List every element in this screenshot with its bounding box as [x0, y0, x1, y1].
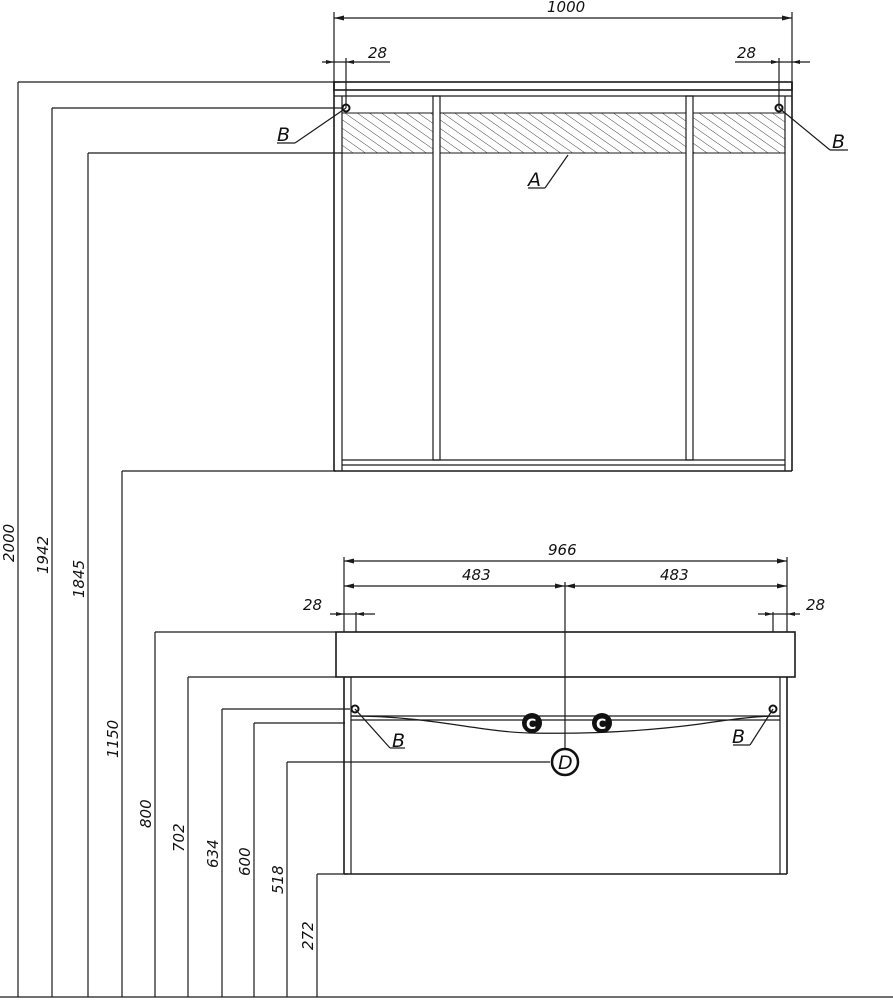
label-b-bottom-right: B	[732, 726, 745, 748]
drain-icon: D	[550, 747, 580, 777]
bottom-inset-right-label: 28	[806, 596, 825, 614]
top-inset-right-dimension	[735, 58, 810, 108]
label-b-top-left: B	[277, 124, 290, 146]
mount-hole-bottom-right	[768, 704, 778, 714]
top-inset-right-label: 28	[737, 44, 756, 62]
height-634-label: 634	[204, 839, 222, 868]
height-1845-label: 1845	[70, 560, 88, 598]
top-inset-left-dimension	[322, 58, 390, 108]
top-width-label: 1000	[547, 0, 585, 16]
bottom-halves-dimension	[344, 582, 787, 755]
bottom-width-dimension	[343, 557, 788, 632]
bottom-half-right-label: 483	[660, 566, 689, 584]
label-b-top-right: B	[832, 131, 845, 153]
bottom-width-label: 966	[548, 541, 577, 559]
water-supply-left-icon: C	[522, 713, 542, 733]
label-b-bottom-left: B	[392, 730, 405, 752]
label-c-right: C	[596, 717, 606, 733]
water-supply-right-icon: C	[592, 713, 612, 733]
top-inset-left-label: 28	[368, 44, 387, 62]
height-272-label: 272	[299, 921, 317, 950]
bottom-inset-left-dimension	[330, 612, 375, 632]
height-1942-label: 1942	[34, 536, 52, 574]
mount-hole-top-left	[341, 103, 351, 113]
label-d: D	[558, 752, 573, 774]
height-702-label: 702	[170, 823, 188, 852]
vanity-cabinet	[335, 631, 796, 875]
top-width-dimension	[333, 12, 793, 82]
height-800-label: 800	[137, 799, 155, 828]
height-1150-label: 1150	[104, 720, 122, 758]
height-2000-label: 2000	[0, 524, 18, 562]
mirror-cabinet	[333, 81, 793, 472]
bottom-half-left-label: 483	[462, 566, 491, 584]
mount-hole-top-right	[774, 103, 784, 113]
label-c-left: C	[526, 717, 536, 733]
mount-hole-bottom-left	[350, 704, 360, 714]
height-600-label: 600	[236, 847, 254, 876]
height-dimensions	[17, 81, 550, 997]
bottom-inset-left-label: 28	[303, 596, 322, 614]
label-a: A	[526, 169, 541, 191]
bottom-inset-right-dimension	[758, 612, 800, 632]
height-518-label: 518	[269, 865, 287, 894]
